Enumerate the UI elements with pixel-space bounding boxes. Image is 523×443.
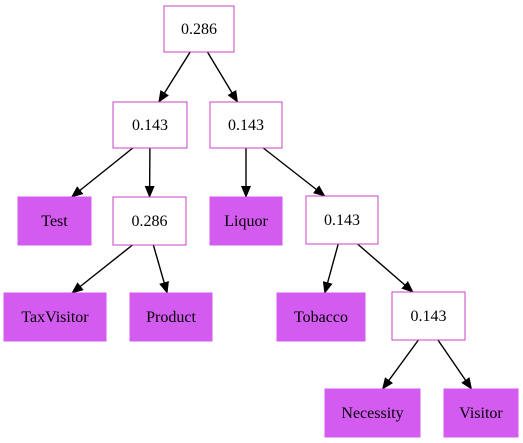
node-box-liquor: [209, 196, 283, 246]
node-liquor: Liquor: [209, 196, 283, 246]
edge-n143d-to-visitor: [437, 339, 473, 390]
node-test: Test: [17, 196, 92, 246]
node-root: 0.286: [163, 5, 235, 53]
node-label-n143b: 0.143: [228, 117, 264, 134]
edge-n143d-to-necessity: [381, 339, 419, 390]
node-label-visitor: Visitor: [459, 405, 503, 422]
node-product: Product: [129, 292, 213, 342]
node-necessity: Necessity: [324, 388, 421, 438]
edge-n286-to-product: [152, 244, 169, 294]
node-box-tobacco: [276, 292, 366, 342]
node-n143c: 0.143: [305, 195, 379, 245]
node-label-root: 0.286: [181, 21, 217, 38]
node-box-taxvisitor: [3, 292, 107, 342]
node-box-test: [17, 196, 92, 246]
edges-layer: [70, 51, 473, 390]
edge-n143b-to-n143c: [262, 147, 326, 197]
node-label-tobacco: Tobacco: [294, 309, 348, 326]
edge-n143c-to-tobacco: [322, 243, 339, 294]
edge-root-to-n143b: [206, 51, 239, 103]
node-label-test: Test: [41, 213, 68, 230]
node-box-n143a: [112, 101, 188, 149]
node-label-liquor: Liquor: [224, 213, 268, 230]
node-taxvisitor: TaxVisitor: [3, 292, 107, 342]
node-box-product: [129, 292, 213, 342]
node-box-n286: [112, 196, 187, 246]
node-box-necessity: [324, 388, 421, 438]
node-label-n143d: 0.143: [411, 308, 447, 325]
edge-n143a-to-test: [70, 147, 134, 198]
node-label-n286: 0.286: [132, 213, 168, 230]
node-label-necessity: Necessity: [341, 405, 403, 422]
node-label-n143c: 0.143: [324, 212, 360, 229]
node-n286: 0.286: [112, 196, 187, 246]
node-box-n143d: [391, 291, 466, 341]
node-n143b: 0.143: [209, 101, 283, 149]
node-tobacco: Tobacco: [276, 292, 366, 342]
edge-n286-to-taxvisitor: [71, 244, 133, 294]
node-n143a: 0.143: [112, 101, 188, 149]
node-visitor: Visitor: [443, 388, 519, 438]
node-box-root: [163, 5, 235, 53]
node-box-n143b: [209, 101, 283, 149]
node-box-visitor: [443, 388, 519, 438]
node-label-taxvisitor: TaxVisitor: [21, 309, 89, 326]
node-label-product: Product: [146, 309, 196, 326]
node-box-n143c: [305, 195, 379, 245]
node-n143d: 0.143: [391, 291, 466, 341]
edge-root-to-n143a: [158, 51, 191, 103]
node-label-n143a: 0.143: [132, 117, 168, 134]
edge-n143c-to-n143d: [357, 243, 414, 293]
